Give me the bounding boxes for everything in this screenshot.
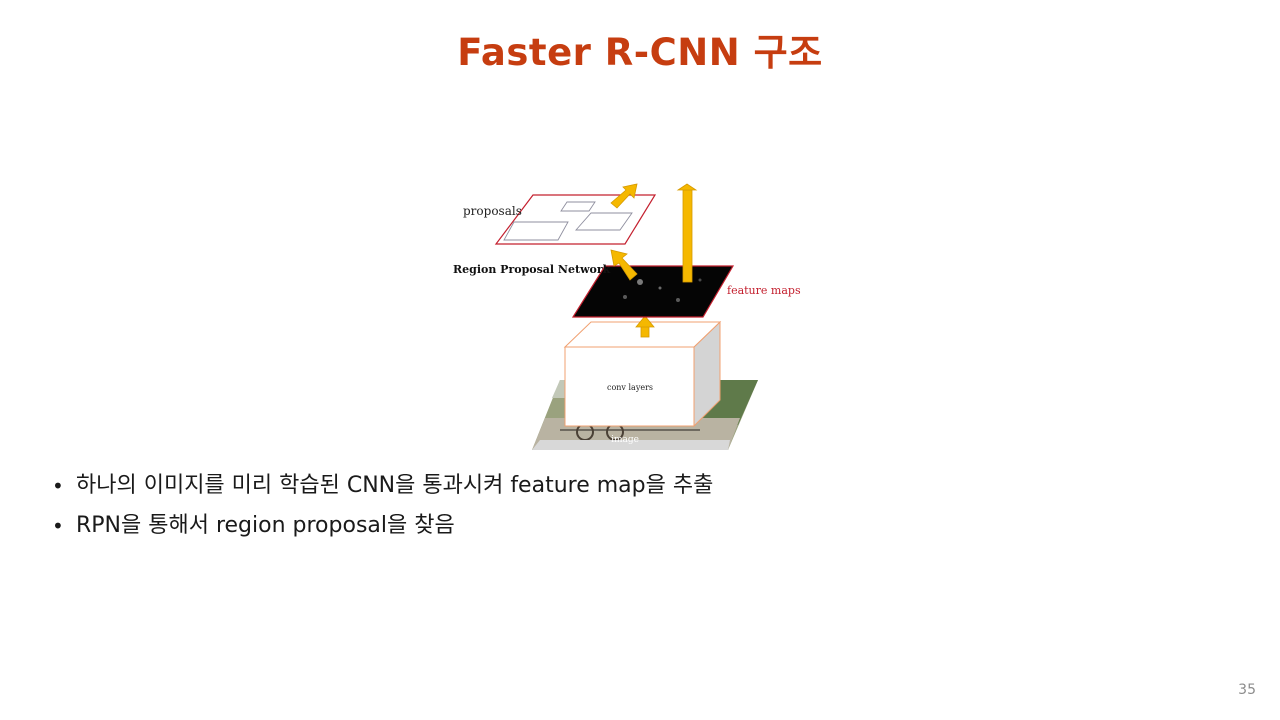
image-label: image	[611, 435, 639, 445]
conv-layers-box: conv layers	[563, 320, 722, 428]
bullet-text: RPN을 통해서 region proposal을 찾음	[76, 513, 455, 538]
faster-rcnn-diagram: image conv layers feature maps Region Pr…	[453, 183, 801, 450]
page-number: 35	[1238, 682, 1256, 698]
rpn-arrow	[610, 249, 638, 281]
conv-layers-label: conv layers	[607, 383, 653, 392]
slide-title: Faster R-CNN 구조	[457, 31, 823, 74]
bullet-item: • 하나의 이미지를 미리 학습된 CNN을 통과시켜 feature map을…	[50, 466, 713, 506]
bullet-item: • RPN을 통해서 region proposal을 찾음	[50, 506, 713, 546]
proposals-plane	[494, 194, 657, 245]
conv-to-feature-arrow	[635, 315, 655, 338]
proposals-output-arrow	[610, 183, 638, 209]
feature-to-output-arrow	[676, 183, 698, 283]
bullet-dot: •	[52, 474, 64, 498]
rpn-label: Region Proposal Network	[453, 263, 611, 276]
proposals-label: proposals	[463, 204, 522, 218]
bullet-dot: •	[52, 514, 64, 538]
feature-maps-label: feature maps	[727, 284, 801, 297]
bullet-text: 하나의 이미지를 미리 학습된 CNN을 통과시켜 feature map을 추…	[76, 473, 714, 498]
bullet-list: • 하나의 이미지를 미리 학습된 CNN을 통과시켜 feature map을…	[50, 466, 713, 546]
